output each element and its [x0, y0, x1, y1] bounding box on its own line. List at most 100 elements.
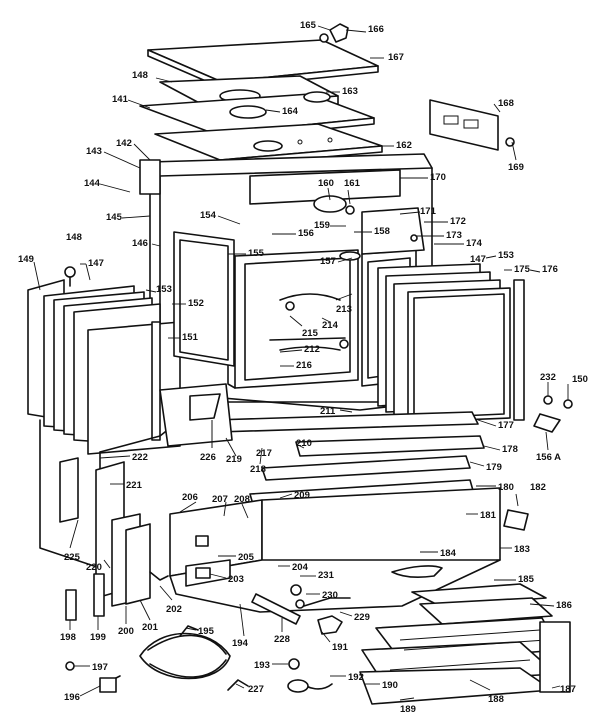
label-156: 156	[298, 228, 314, 239]
label-191: 191	[332, 642, 349, 653]
right-door-assembly	[377, 263, 525, 423]
label-218: 218	[250, 464, 266, 475]
label-229: 229	[354, 612, 370, 623]
label-163: 163	[342, 86, 358, 97]
label-181: 181	[480, 510, 497, 521]
label-151: 151	[182, 332, 199, 343]
lower-left-frame	[39, 383, 233, 621]
label-210: 210	[296, 438, 312, 449]
label-176: 176	[542, 264, 558, 275]
label-195: 195	[198, 626, 215, 637]
callout-labels: 165 166 167 148 163 141 164 168 169 143 …	[18, 20, 588, 715]
label-192: 192	[348, 672, 364, 683]
label-232: 232	[540, 372, 556, 383]
label-161: 161	[344, 178, 361, 189]
label-157: 157	[320, 256, 336, 267]
label-170: 170	[430, 172, 446, 183]
label-142: 142	[116, 138, 132, 149]
label-220: 220	[86, 562, 102, 573]
label-153: 153	[498, 250, 514, 261]
left-door-glass	[173, 231, 235, 367]
label-177: 177	[498, 420, 514, 431]
label-172: 172	[450, 216, 466, 227]
label-187: 187	[560, 684, 576, 695]
label-147: 147	[88, 258, 104, 269]
label-188: 188	[488, 694, 504, 705]
label-226: 226	[200, 452, 216, 463]
label-156a: 156 A	[536, 452, 561, 463]
label-230: 230	[322, 590, 338, 601]
label-185: 185	[518, 574, 535, 585]
broiler-racks	[359, 395, 573, 705]
label-214: 214	[322, 320, 339, 331]
label-174: 174	[466, 238, 483, 249]
label-219: 219	[226, 454, 242, 465]
label-204: 204	[292, 562, 309, 573]
label-228: 228	[274, 634, 290, 645]
label-171: 171	[420, 206, 437, 217]
label-150: 150	[572, 374, 588, 385]
label-203: 203	[228, 574, 244, 585]
top-clip-part	[319, 23, 349, 43]
label-145: 145	[106, 212, 123, 223]
label-147b: 147	[470, 254, 486, 265]
label-211: 211	[320, 406, 336, 417]
label-158: 158	[374, 226, 390, 237]
label-212: 212	[304, 344, 320, 355]
wire-harness	[99, 625, 333, 693]
label-202: 202	[166, 604, 182, 615]
label-166: 166	[368, 24, 384, 35]
label-167: 167	[388, 52, 404, 63]
label-159: 159	[314, 220, 330, 231]
label-207: 207	[212, 494, 228, 505]
label-162: 162	[396, 140, 412, 151]
label-169: 169	[508, 162, 524, 173]
leader-lines	[33, 25, 569, 701]
label-225: 225	[64, 552, 81, 563]
label-148: 148	[132, 70, 148, 81]
label-153b: 153	[156, 284, 172, 295]
label-194: 194	[232, 638, 249, 649]
label-216: 216	[296, 360, 312, 371]
label-183: 183	[514, 544, 530, 555]
left-door-assembly	[27, 266, 181, 455]
label-143: 143	[86, 146, 102, 157]
label-155: 155	[248, 248, 265, 259]
label-165: 165	[300, 20, 317, 31]
label-149: 149	[18, 254, 34, 265]
label-152: 152	[188, 298, 204, 309]
label-213: 213	[336, 304, 352, 315]
label-215: 215	[302, 328, 319, 339]
label-175: 175	[514, 264, 531, 275]
label-186: 186	[556, 600, 572, 611]
label-205: 205	[238, 552, 255, 563]
label-184: 184	[440, 548, 457, 559]
side-bracket	[429, 99, 515, 151]
label-206: 206	[182, 492, 198, 503]
label-164: 164	[282, 106, 299, 117]
label-193: 193	[254, 660, 270, 671]
label-227: 227	[248, 684, 264, 695]
side-panel-right	[361, 207, 425, 255]
label-209: 209	[294, 490, 310, 501]
label-144: 144	[84, 178, 101, 189]
label-198: 198	[60, 632, 76, 643]
label-173: 173	[446, 230, 462, 241]
label-189: 189	[400, 704, 416, 715]
label-208: 208	[234, 494, 250, 505]
label-180: 180	[498, 482, 514, 493]
top-cover	[147, 39, 379, 89]
label-200: 200	[118, 626, 134, 637]
label-146: 146	[132, 238, 148, 249]
label-141: 141	[112, 94, 129, 105]
label-168: 168	[498, 98, 514, 109]
label-199: 199	[90, 632, 106, 643]
label-231: 231	[318, 570, 335, 581]
label-179: 179	[486, 462, 502, 473]
label-222: 222	[132, 452, 148, 463]
label-182: 182	[530, 482, 546, 493]
label-190: 190	[382, 680, 398, 691]
label-154: 154	[200, 210, 217, 221]
label-196: 196	[64, 692, 80, 703]
